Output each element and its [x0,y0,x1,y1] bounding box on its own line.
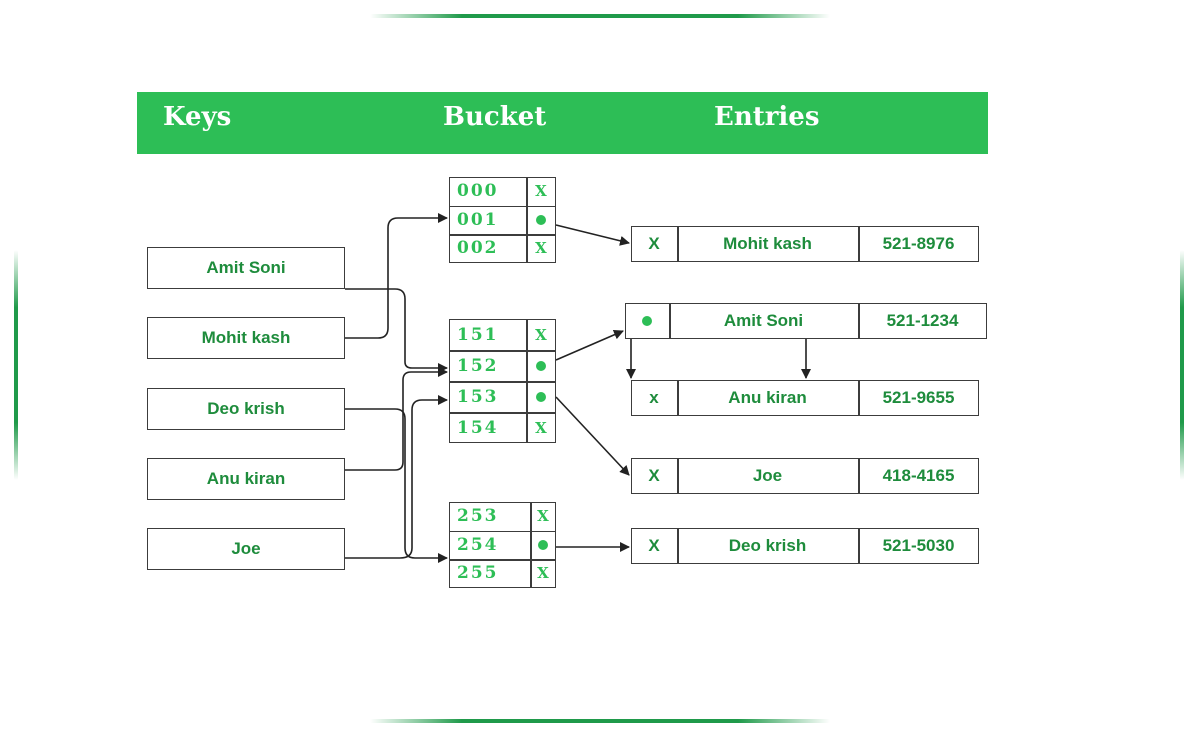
bucket-row-divider [449,381,556,383]
bucket-index: 151 [457,324,499,345]
connector-joe-to-153 [345,395,448,559]
entry-flag: x [649,388,659,407]
entry-flag [625,303,669,339]
bucket-index: 152 [457,355,499,376]
entry-divider [677,380,679,416]
entry-flag: X [648,466,660,485]
connector-anu-to-152 [345,367,448,471]
bucket-index: 002 [457,238,499,259]
entry-name: Amit Soni [723,311,804,330]
entry-row [631,226,979,262]
connector-001-to-entry [555,224,630,246]
entry-number: 521-8976 [882,234,955,253]
bucket-flag-dot-icon [536,391,546,402]
entry-divider [677,528,679,564]
bucket-row-divider [449,350,556,352]
bucket-flag-dot-icon [538,539,548,550]
header-bar [137,92,988,154]
connector-153-to-entry [555,396,630,476]
key-label: Amit Soni [206,258,286,277]
bucket-flag: X [537,564,549,583]
bucket-flag: X [535,239,547,258]
bucket-flag [530,531,556,560]
entry-row [625,303,987,339]
bottom-decor-line [370,719,830,723]
connector-mohit-to-001 [345,213,448,339]
entry-flag-dot-icon [642,316,652,326]
connector-152-to-entry [555,329,624,361]
connector-deo-down [345,408,406,470]
key-box: Mohit kash [147,317,345,359]
key-box: Amit Soni [147,247,345,289]
key-label: Anu kiran [206,469,286,488]
key-label: Deo krish [207,399,285,418]
bucket-flag: X [535,418,547,437]
bucket-index: 253 [457,506,499,527]
entry-row [631,380,979,416]
bucket-flag [526,350,556,381]
bucket-row-divider [449,412,556,414]
bucket-index: 000 [457,181,499,202]
entry-number: 521-5030 [882,536,955,555]
entry-flag: X [648,234,660,253]
bucket-column-divider [526,319,528,443]
bucket-row-divider [449,234,556,236]
bucket-index: 255 [457,563,499,584]
entry-row [631,528,979,564]
entry-flag: X [648,536,660,555]
entry-divider [677,458,679,494]
bucket-flag-dot-icon [536,214,546,225]
key-box: Joe [147,528,345,570]
bucket-flag-dot-icon [536,360,546,371]
left-decor-line [14,250,18,480]
header-entries: Entries [714,102,820,132]
entry-divider [858,303,860,339]
bucket-row-divider [449,205,556,207]
bucket-index: 254 [457,534,499,555]
entry-name: Mohit kash [723,234,812,253]
entry-divider [858,226,860,262]
entry-number: 521-1234 [886,311,959,330]
entry-number: 418-4165 [882,466,955,485]
bucket-flag: X [537,507,549,526]
entry-number: 521-9655 [882,388,955,407]
entry-row [631,458,979,494]
top-decor-line [370,14,830,18]
bucket-index: 153 [457,386,499,407]
entry-divider [858,380,860,416]
bucket-row-divider [449,559,556,561]
bucket-column-divider [530,502,532,588]
bucket-index: 001 [457,209,499,230]
entry-divider [669,303,671,339]
connector-deo-to-254 [404,470,448,563]
key-box: Deo krish [147,388,345,430]
entry-divider [858,528,860,564]
bucket-column-divider [526,177,528,263]
bucket-row-divider [449,530,556,532]
entry-name: Anu kiran [728,388,807,407]
entry-name: Joe [752,466,783,485]
key-box: Anu kiran [147,458,345,500]
bucket-flag [526,381,556,412]
bucket-flag: X [535,325,547,344]
right-decor-line [1180,250,1184,480]
bucket-index: 154 [457,417,499,438]
key-label: Mohit kash [201,328,291,347]
header-bucket: Bucket [443,102,547,132]
bucket-flag: X [535,182,547,201]
bucket-flag [526,206,556,235]
connector-amit-to-152 [345,288,448,373]
header-keys: Keys [163,102,232,132]
entry-divider [858,458,860,494]
entry-name: Deo krish [728,536,807,555]
key-label: Joe [231,539,261,558]
entry-divider [677,226,679,262]
